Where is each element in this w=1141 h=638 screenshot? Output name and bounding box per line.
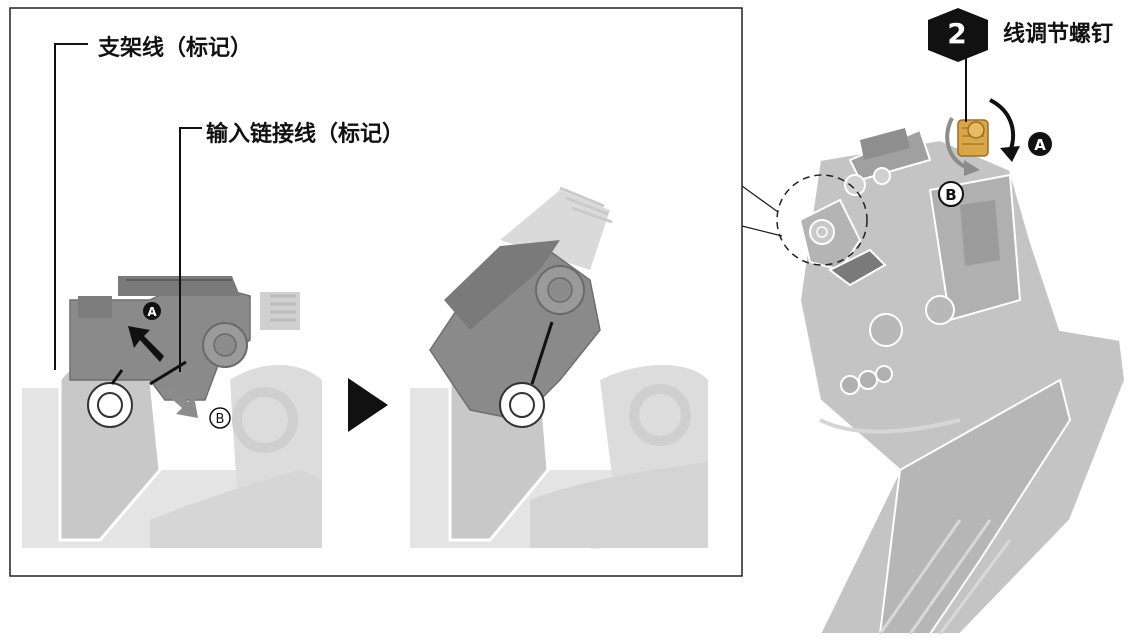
svg-text:B: B xyxy=(945,186,956,204)
detail-frame xyxy=(9,7,743,577)
illustration-after xyxy=(410,186,708,549)
step-number: 2 xyxy=(947,17,967,50)
bracket-line-label: 支架线（标记） xyxy=(98,36,253,61)
marker-b-right: B xyxy=(938,181,964,207)
step-number-badge xyxy=(928,8,988,62)
rotate-arrow-a-icon xyxy=(989,98,1016,153)
cable-adjust-screw-label: 线调节螺钉 xyxy=(1003,22,1114,47)
illustration-before xyxy=(22,276,322,548)
detail-callout-circle xyxy=(776,174,868,266)
callout-line-top xyxy=(741,185,779,213)
leader-input-link-line xyxy=(179,127,202,372)
svg-text:B: B xyxy=(216,412,225,427)
cable-adjust-screw-icon xyxy=(957,119,989,157)
marker-a-right: A xyxy=(1028,132,1052,156)
transition-arrow-icon xyxy=(348,378,388,432)
callout-line-bottom xyxy=(741,225,783,237)
input-link-line-label: 输入链接线（标记） xyxy=(206,122,405,147)
svg-text:A: A xyxy=(147,305,157,319)
leader-bracket-line xyxy=(54,43,88,370)
illustration-derailleur xyxy=(776,58,1127,635)
rotate-arrow-b-icon xyxy=(945,117,969,170)
svg-text:A: A xyxy=(1034,136,1046,154)
marker-b-before: B xyxy=(209,407,231,429)
marker-a-before: A xyxy=(143,302,161,320)
